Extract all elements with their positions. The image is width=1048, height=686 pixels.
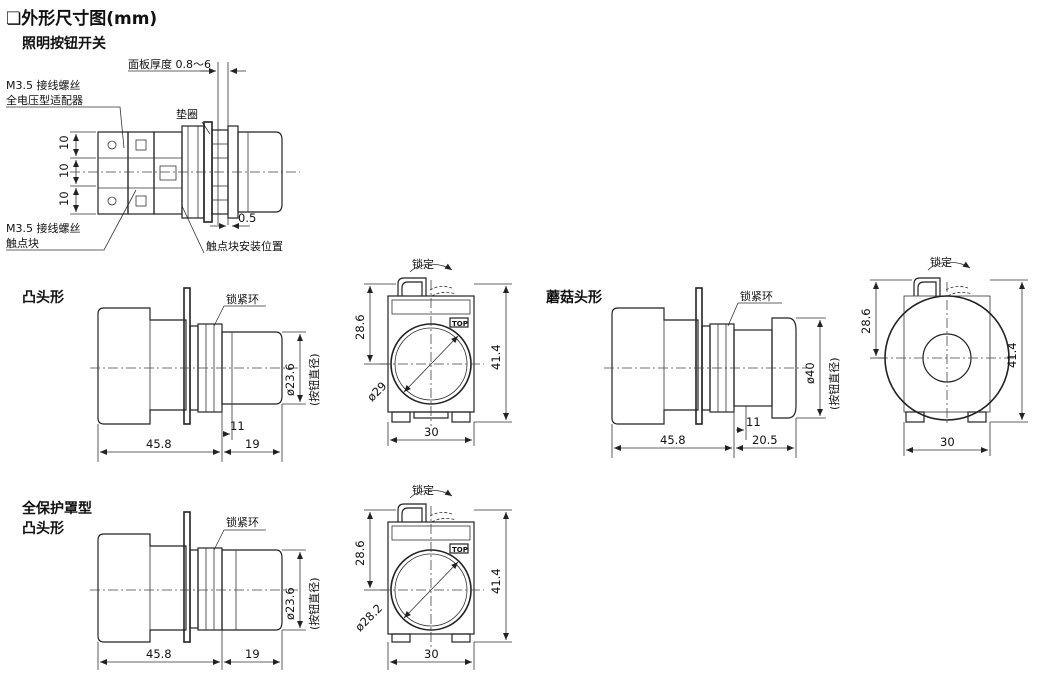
dim-10-top: 10 <box>57 135 71 150</box>
dim-11-mushroom: 11 <box>746 415 761 429</box>
label-gasket: 垫圈 <box>176 107 198 121</box>
section-title-guarded-1: 全保护罩型 <box>21 500 92 517</box>
dim-41-4-guarded: 41.4 <box>489 568 503 594</box>
dim-dia-23-6-flush: ø23.6 <box>283 363 297 396</box>
dim-11-flush: 11 <box>230 419 245 433</box>
label-lock-ring-guarded: 锁紧环 <box>226 515 259 529</box>
section-title-guarded-2: 凸头形 <box>22 520 64 537</box>
dim-45-8-mushroom: 45.8 <box>660 433 686 447</box>
label-lock-flush: 锁定 <box>412 257 434 271</box>
label-screw-block-2: 触点块 <box>6 236 39 250</box>
dim-dia-note-guarded: (按钮直径) <box>307 577 321 630</box>
dim-19-flush: 19 <box>245 437 260 451</box>
dim-10-mid: 10 <box>57 163 71 178</box>
dim-dia-40-mushroom: ø40 <box>803 362 817 384</box>
section-guarded: 全保护罩型 凸头形 锁紧环 45.8 19 ø23.6 (按钮直径) 锁定 <box>21 483 512 670</box>
dim-dia-23-6-guarded: ø23.6 <box>283 587 297 620</box>
section-title-flush: 凸头形 <box>22 289 64 306</box>
label-panel-thickness: 面板厚度 0.8～6 <box>128 57 211 71</box>
dim-30-mushroom: 30 <box>940 435 955 449</box>
dim-29-flush: ø29 <box>364 379 389 404</box>
dim-30-guarded: 30 <box>424 647 439 661</box>
section-title-mushroom: 蘑菇头形 <box>546 289 602 306</box>
label-screw-block-1: M3.5 接线螺丝 <box>6 221 80 235</box>
dim-10-bot: 10 <box>57 191 71 206</box>
label-lock-ring-flush: 锁紧环 <box>226 292 259 306</box>
dim-19-guarded: 19 <box>245 647 260 661</box>
top-mark-flush: TOP <box>452 320 468 328</box>
dim-45-8-guarded: 45.8 <box>146 647 172 661</box>
dim-28-6-guarded: 28.6 <box>353 540 367 566</box>
dim-41-4-flush: 41.4 <box>489 344 503 370</box>
label-screw-adapter-1: M3.5 接线螺丝 <box>6 78 80 92</box>
dim-0-5: 0.5 <box>238 211 256 225</box>
dim-dia-note-flush: (按钮直径) <box>307 353 321 406</box>
dim-28-6-mushroom: 28.6 <box>859 308 873 334</box>
section-mushroom: 蘑菇头形 锁紧环 45.8 20.5 11 ø40 (按钮直径) 锁定 <box>546 255 1028 458</box>
top-mark-guarded: TOP <box>452 546 468 554</box>
label-lock-mushroom: 锁定 <box>930 255 952 269</box>
label-mount-position: 触点块安装位置 <box>206 239 283 253</box>
section-illuminated: 照明按钮开关 面板厚度 0.8～6 M3.5 接线螺丝 全电压型适配器 垫圈 M… <box>6 35 300 254</box>
dim-dia-note-mushroom: (按钮直径) <box>827 357 841 410</box>
dim-28-2-guarded: ø28.2 <box>352 601 385 634</box>
dim-30-flush: 30 <box>424 425 439 439</box>
dim-45-8-flush: 45.8 <box>146 437 172 451</box>
label-lock-ring-mushroom: 锁紧环 <box>740 289 773 303</box>
dim-41-4-mushroom: 41.4 <box>1005 342 1019 368</box>
label-screw-adapter-2: 全电压型适配器 <box>6 93 83 107</box>
section-title-illuminated: 照明按钮开关 <box>22 35 106 52</box>
dim-28-6-flush: 28.6 <box>353 314 367 340</box>
dim-20-5-mushroom: 20.5 <box>752 433 778 447</box>
page-title: ❏外形尺寸图(mm) <box>6 8 157 29</box>
label-lock-guarded: 锁定 <box>412 483 434 497</box>
section-flush: 凸头形 锁紧环 45.8 19 11 ø23.6 (按钮直径) 锁定 <box>22 257 512 462</box>
